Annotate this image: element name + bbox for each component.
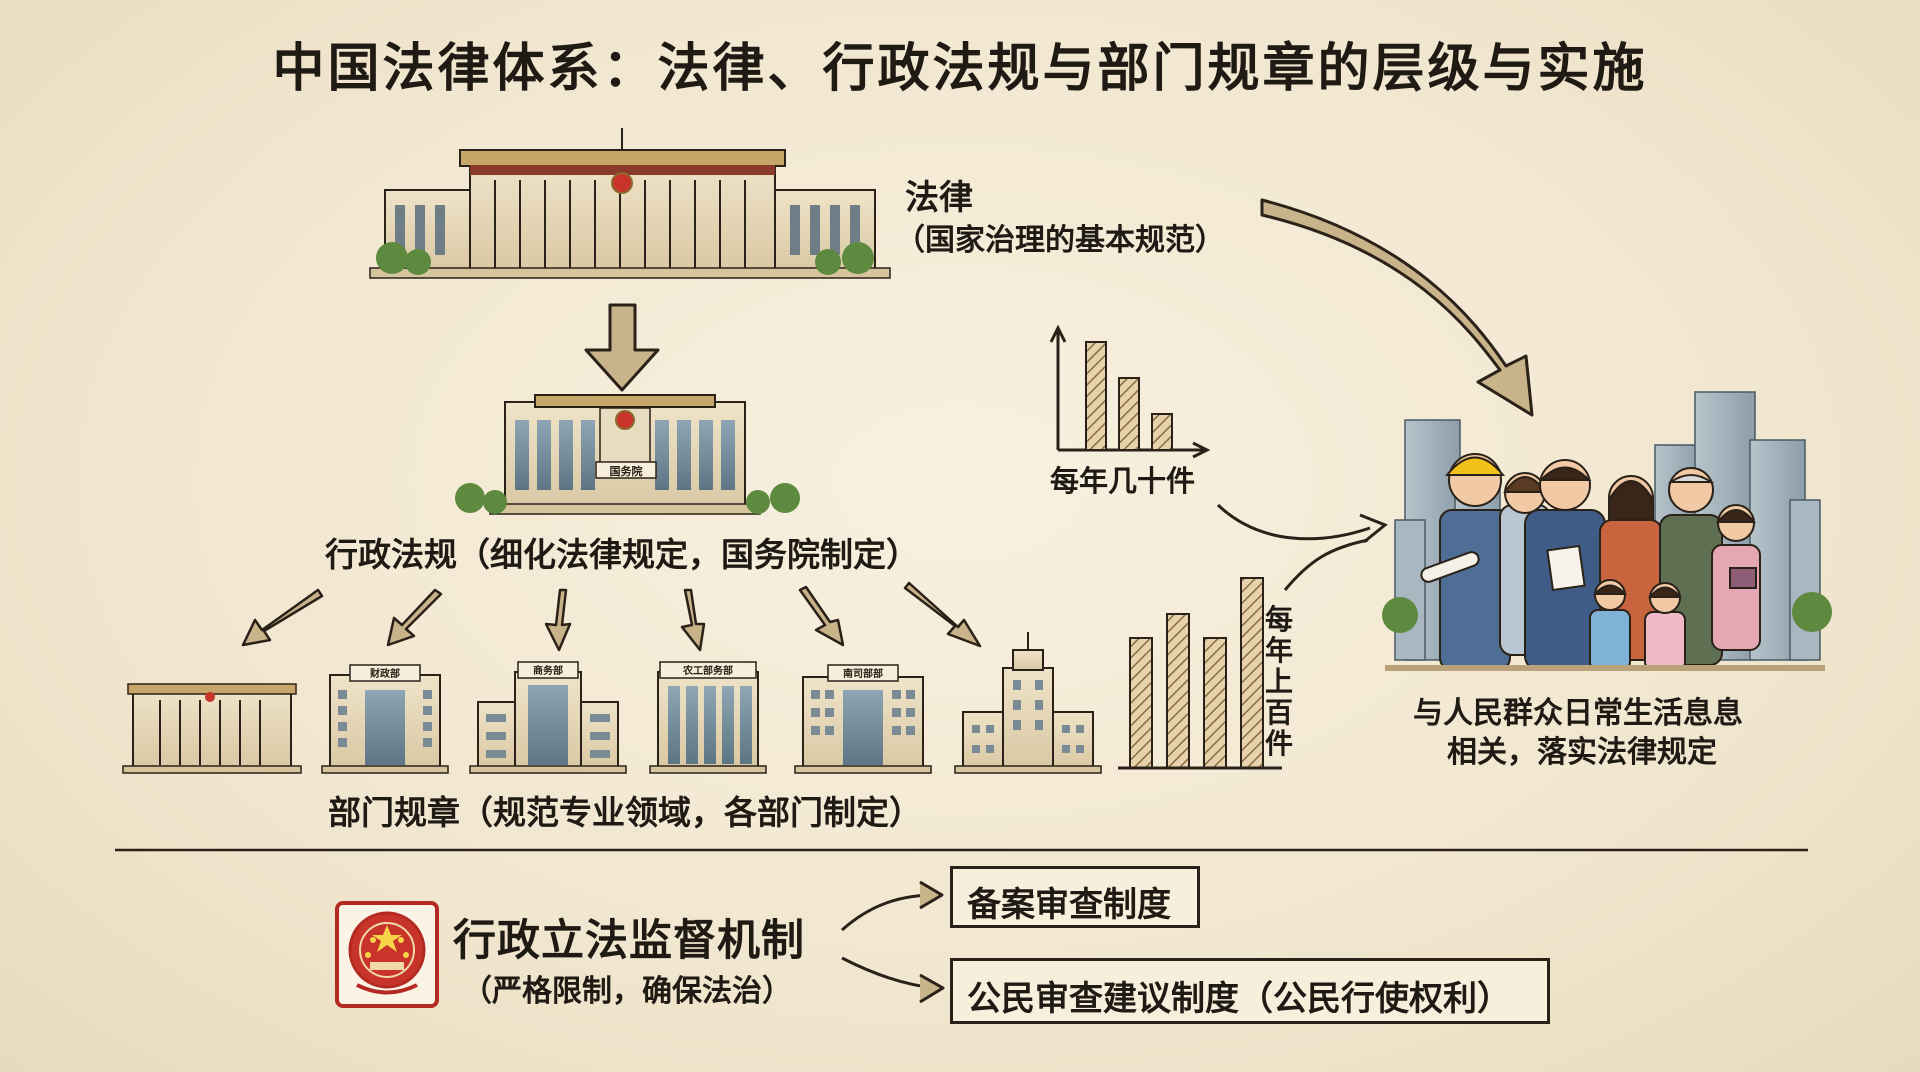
annual-rules-chart — [1118, 577, 1282, 770]
arrowhead-icon — [1359, 513, 1388, 544]
ministry-building-icon: 南司部部 — [794, 664, 932, 774]
ministry-of-commerce-building-icon: 商务部 — [469, 661, 627, 774]
ministry-building-icon: 农工部务部 — [649, 661, 767, 774]
chart-bar — [1240, 577, 1264, 769]
fan-arrows — [241, 581, 982, 652]
fan-arrow-icon — [544, 588, 572, 652]
child-figure-icon — [1644, 582, 1686, 671]
ministry-sign: 农工部务部 — [682, 664, 733, 677]
arrowhead-icon — [919, 973, 945, 1004]
state-council-building-icon: 国务院 — [455, 394, 800, 515]
chart-bar — [1118, 377, 1140, 451]
y-axis-arrowhead-icon — [1049, 324, 1067, 343]
great-hall-icon — [369, 128, 891, 279]
fan-arrow-icon — [241, 588, 324, 647]
filing-review-system-box: 备案审查制度 — [950, 866, 1200, 928]
supervision-subtitle: （严格限制，确保法治） — [462, 974, 792, 1009]
finance-sign: 财政部 — [369, 667, 400, 680]
few-per-year-label: 每年几十件 — [1050, 464, 1196, 498]
department-buildings: 财政部 商务部 农工部务部 — [122, 632, 1102, 774]
chart-bar — [1151, 413, 1173, 451]
law-to-people-arrow-icon — [1260, 198, 1534, 417]
few-to-people-arrow-icon — [1216, 503, 1371, 541]
citizens-illustration — [1382, 391, 1832, 671]
law-label: 法律 — [905, 178, 973, 218]
ministry-sign: 南司部部 — [843, 667, 883, 680]
man-with-paper-figure-icon — [1524, 459, 1606, 671]
annual-regulations-chart — [1049, 324, 1211, 459]
supervision-title: 行政立法监督机制 — [453, 916, 805, 966]
rules-label: 部门规章（规范专业领域，各部门制定） — [328, 793, 922, 832]
state-council-sign: 国务院 — [610, 464, 643, 478]
fan-arrow-icon — [903, 581, 982, 648]
child-figure-icon — [1589, 579, 1631, 671]
down-arrow-icon — [584, 303, 660, 392]
fan-arrow-icon — [680, 588, 706, 652]
chart-bar — [1166, 613, 1190, 769]
regulations-label: 行政法规（细化法律规定，国务院制定） — [325, 535, 919, 574]
tree-icon — [1382, 592, 1832, 633]
many-to-people-arrow-icon — [1283, 538, 1369, 591]
girl-with-book-figure-icon — [1711, 504, 1761, 651]
citizen-review-proposal-box: 公民审查建议制度（公民行使权利） — [950, 958, 1550, 1024]
fan-arrow-icon — [798, 585, 845, 647]
law-description: （国家治理的基本规范） — [895, 223, 1225, 258]
chart-bar — [1203, 637, 1227, 769]
x-axis-arrowhead-icon — [1192, 441, 1211, 459]
national-emblem-seal-icon — [335, 901, 439, 1008]
fan-arrow-icon — [386, 588, 443, 647]
chart-bar — [1085, 341, 1107, 451]
people-caption-line-2: 相关，落实法律规定 — [1447, 735, 1717, 770]
chart-bar — [1129, 637, 1153, 769]
department-hall-icon — [122, 683, 302, 774]
arrowhead-icon — [919, 880, 944, 910]
page-title: 中国法律体系：法律、行政法规与部门规章的层级与实施 — [272, 39, 1648, 99]
many-per-year-label: 每年上百件 — [1264, 603, 1293, 760]
commerce-sign: 商务部 — [533, 664, 563, 677]
tower-building-icon — [954, 632, 1102, 774]
worker-figure-icon — [1420, 453, 1511, 671]
people-caption-line-1: 与人民群众日常生活息息 — [1413, 696, 1743, 731]
ministry-of-finance-building-icon: 财政部 — [321, 664, 449, 774]
